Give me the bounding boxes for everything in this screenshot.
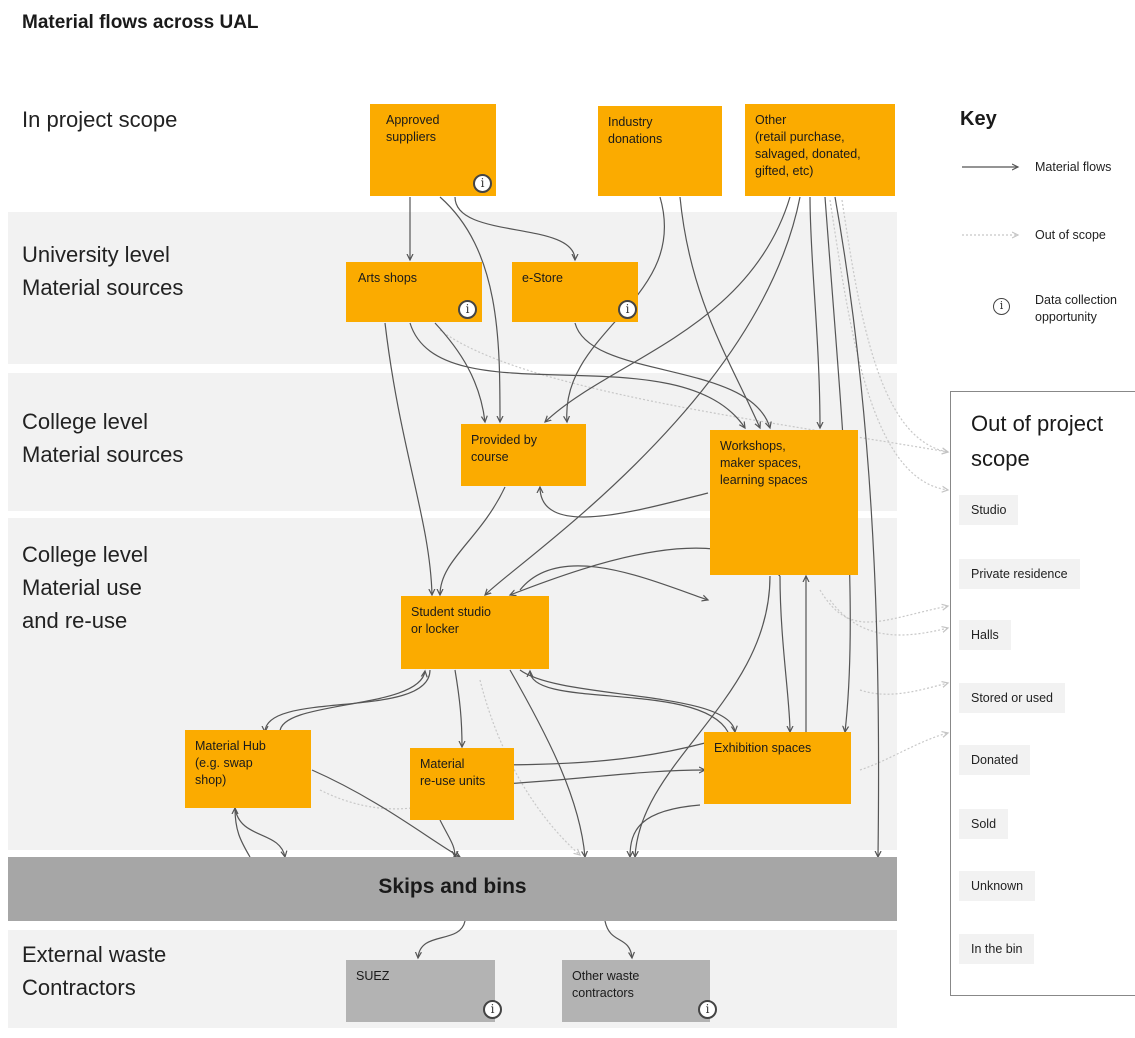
flow-exhibition-reuse (487, 742, 706, 765)
out-of-scope-flow (479, 679, 580, 855)
out-of-scope-item: Stored or used (959, 683, 1065, 713)
flow-hub-skips (234, 807, 285, 857)
flow-exhibition-skips (630, 804, 701, 857)
info-icon: i (473, 174, 492, 193)
flow-hub-student-bottom (311, 769, 460, 857)
out-of-scope-flow (829, 199, 948, 490)
out-of-scope-item: Private residence (959, 559, 1080, 589)
out-of-scope-title: Out of project scope (971, 411, 1104, 471)
row-label-project-scope: In project scope (22, 107, 178, 132)
node-workshops: Workshops, maker spaces, learning spaces (710, 430, 858, 575)
out-of-scope-flow (859, 683, 948, 695)
out-of-scope-flow (841, 199, 948, 452)
info-icon: i (618, 300, 637, 319)
key-out-of-scope-label: Out of scope (1035, 228, 1106, 242)
out-of-scope-panel: Out of project scope Studio Private resi… (950, 391, 1135, 996)
flow-skips-hub (235, 808, 251, 858)
skips-and-bins: Skips and bins (8, 857, 897, 921)
row-label-college-sources: College level Material sources (22, 409, 184, 467)
info-icon: i (483, 1000, 502, 1019)
flow-reuse-exhibition (486, 770, 705, 786)
key-title: Key (960, 108, 997, 130)
out-of-scope-flow (819, 589, 948, 623)
flow-arts-workshops (409, 322, 745, 428)
skips-label: Skips and bins (378, 875, 527, 898)
flow-estore-workshops (574, 322, 770, 428)
out-of-scope-item: Sold (959, 809, 1009, 839)
info-icon: i (458, 300, 477, 319)
key-material-flows-label: Material flows (1035, 160, 1112, 174)
flow-course-student (440, 486, 506, 595)
node-industry-donations: Industry donations (598, 106, 722, 196)
flow-student-exhibition (519, 669, 735, 732)
node-other-waste: Other waste contractors (562, 960, 710, 1022)
flow-workshops-exhibition (779, 575, 790, 732)
node-material-reuse: Material re-use units (410, 748, 514, 820)
flow-student-hub (265, 669, 431, 732)
node-exhibition-spaces: Exhibition spaces (704, 732, 851, 804)
flow-exhibition-student (530, 671, 729, 733)
node-e-store: e-Store (512, 262, 638, 322)
node-approved-suppliers: Approved suppliers (370, 104, 496, 196)
node-provided-by-course: Provided by course (461, 424, 586, 486)
flow-reuse-skips (439, 819, 455, 857)
flow-suppliers-estore (454, 196, 575, 260)
key-data-collection-label: Data collection opportunity (1035, 293, 1117, 324)
flow-student-workshops (519, 565, 708, 600)
flow-workshops-course (540, 487, 709, 518)
row-label-college-use: College level Material use and re-use (22, 542, 148, 633)
flow-other-skips (834, 196, 879, 857)
out-of-scope-item: Studio (959, 495, 1019, 525)
flow-arts-course (434, 322, 485, 422)
flow-other-workshops (809, 196, 820, 428)
flow-suppliers-course (439, 196, 500, 422)
row-label-external-waste: External waste Contractors (22, 942, 167, 1000)
flow-skips-other-waste (604, 920, 632, 958)
out-of-scope-item: Unknown (959, 871, 1036, 901)
flow-arts-student (384, 322, 432, 595)
flow-student-skips (509, 669, 585, 857)
out-of-scope-item: Halls (959, 620, 1011, 650)
flow-industry-workshops (679, 196, 760, 428)
flow-student-reuse (454, 669, 462, 747)
flow-other-course (545, 196, 791, 422)
out-of-scope-item: In the bin (959, 934, 1035, 964)
flow-other-student (485, 196, 801, 595)
flow-hub-student (279, 671, 425, 733)
flow-workshops-skips (635, 575, 771, 857)
diagram-title: Material flows across UAL (22, 12, 259, 33)
node-material-hub: Material Hub (e.g. swap shop) (185, 730, 311, 808)
out-of-scope-flow (439, 329, 948, 452)
row-label-university-sources: University level Material sources (22, 242, 184, 300)
out-of-scope-item: Donated (959, 745, 1031, 775)
info-icon: i (698, 1000, 717, 1019)
flow-skips-suez (418, 920, 466, 958)
node-student-studio: Student studio or locker (401, 596, 549, 669)
node-other-sources: Other (retail purchase, salvaged, donate… (745, 104, 895, 196)
key-info-icon: i (993, 298, 1010, 315)
node-suez: SUEZ (346, 960, 495, 1022)
out-of-scope-flow (859, 733, 948, 771)
out-of-scope-flow (829, 599, 948, 636)
